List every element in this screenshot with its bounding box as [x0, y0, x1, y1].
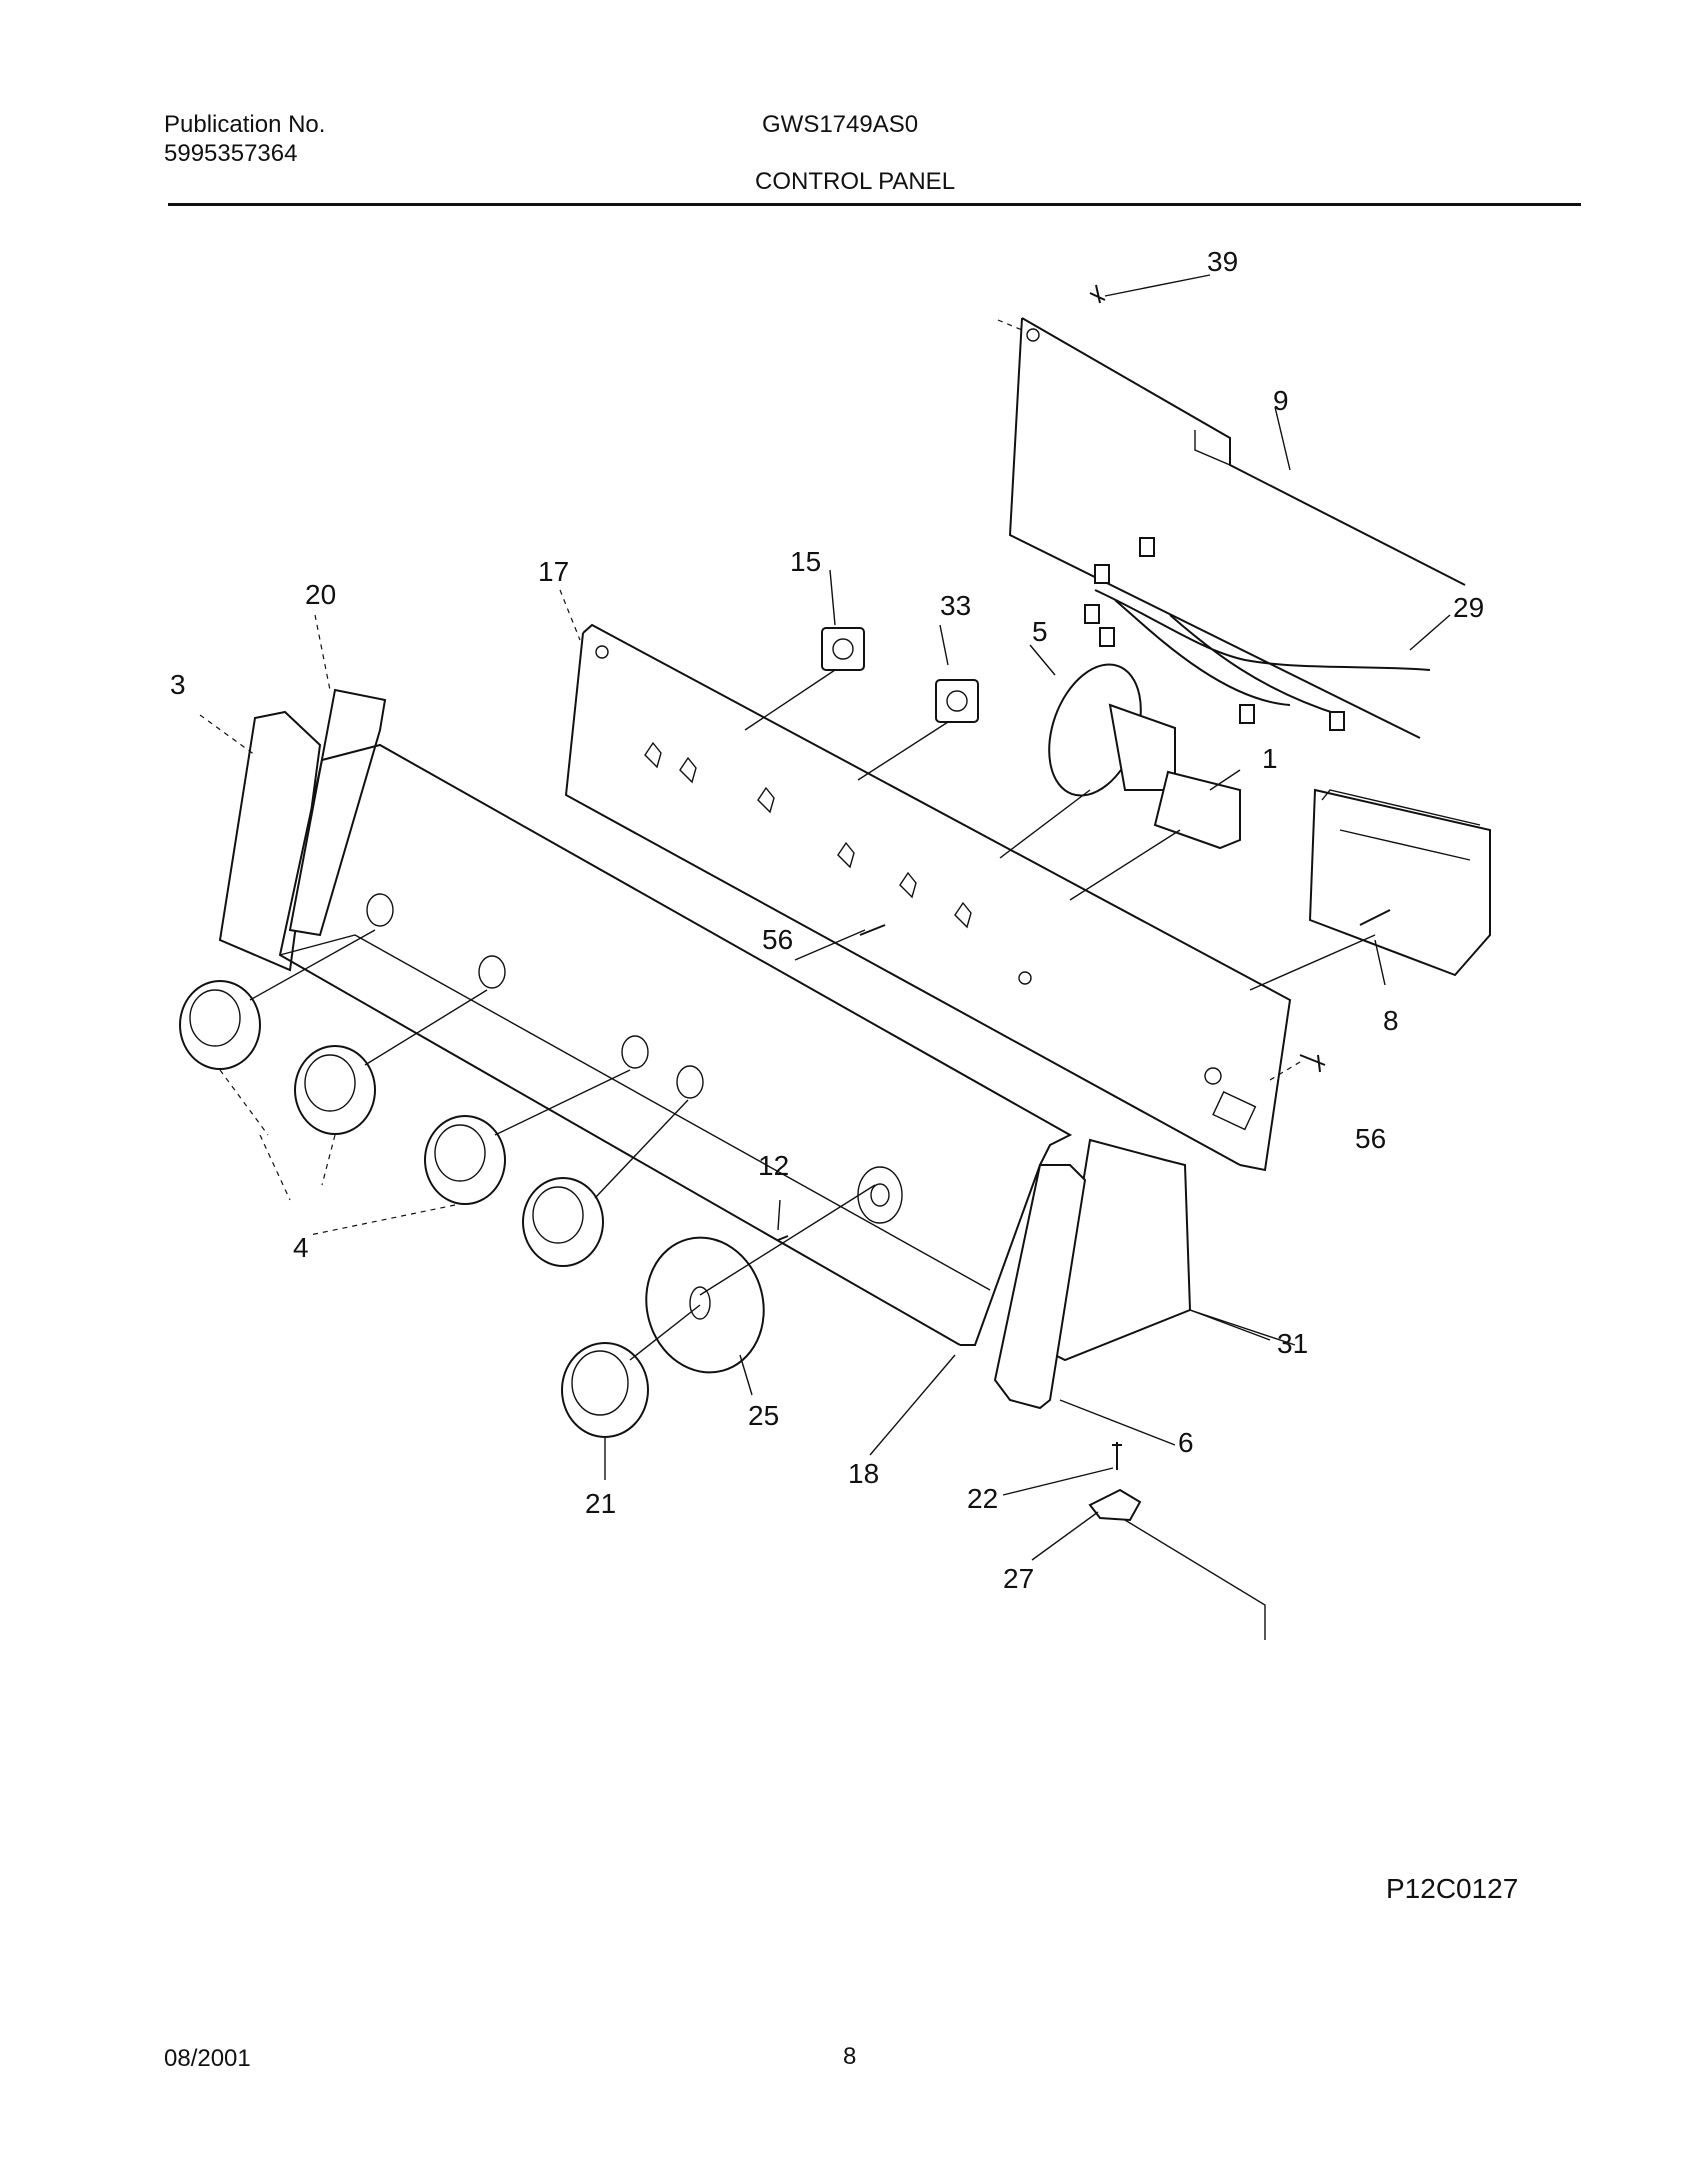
part-label-22: 22 — [967, 1483, 998, 1514]
clip-12 — [777, 1235, 789, 1241]
right-end-cap — [993, 1138, 1271, 1410]
part-label-3: 3 — [170, 669, 186, 700]
timer-8 — [1249, 788, 1491, 991]
knob-4 — [522, 1099, 689, 1267]
part-labels: 39 9 29 20 17 15 33 5 1 3 8 56 56 12 4 3… — [170, 246, 1484, 1594]
part-label-25: 25 — [748, 1400, 779, 1431]
header-rule — [168, 203, 1581, 206]
left-end-cap — [199, 614, 387, 972]
publication-label: Publication No. — [164, 111, 326, 138]
part-label-56-b: 56 — [1355, 1123, 1386, 1154]
part-label-17: 17 — [538, 556, 569, 587]
page-number: 8 — [843, 2043, 857, 2070]
wire-harness — [1084, 537, 1431, 731]
knob-1 — [179, 929, 376, 1070]
part-label-1: 1 — [1262, 743, 1278, 774]
screw-56-right — [1269, 1054, 1326, 1081]
part-label-5: 5 — [1032, 616, 1048, 647]
console-front-panel — [278, 743, 1073, 1346]
publication-number: 5995357364 — [164, 140, 298, 167]
mounting-bracket — [1088, 1442, 1266, 1640]
switch-15 — [744, 627, 865, 731]
part-label-29: 29 — [1453, 592, 1484, 623]
footer-date: 08/2001 — [164, 2045, 251, 2072]
model-number: GWS1749AS0 — [762, 111, 919, 138]
control-backplate — [564, 623, 1292, 1172]
part-label-12: 12 — [758, 1150, 789, 1181]
part-label-56-a: 56 — [762, 924, 793, 955]
part-label-27: 27 — [1003, 1563, 1034, 1594]
knob-2 — [294, 989, 488, 1135]
knob-leaders — [219, 1069, 456, 1236]
part-label-8: 8 — [1383, 1005, 1399, 1036]
part-label-33: 33 — [940, 590, 971, 621]
part-label-15: 15 — [790, 546, 821, 577]
part-label-31: 31 — [1277, 1328, 1308, 1359]
diagram-code: P12C0127 — [1386, 1873, 1518, 1904]
part-label-18: 18 — [848, 1458, 879, 1489]
relay-1 — [1069, 770, 1241, 901]
part-label-4: 4 — [293, 1232, 309, 1263]
dial-skirt — [645, 1184, 876, 1374]
part-label-9: 9 — [1273, 385, 1289, 416]
rear-cover-panel — [997, 317, 1466, 739]
part-label-20: 20 — [305, 579, 336, 610]
leader-lines — [559, 274, 1451, 1561]
part-label-6: 6 — [1178, 1427, 1194, 1458]
section-title: CONTROL PANEL — [755, 168, 956, 195]
dial-knob — [561, 1304, 701, 1438]
part-label-21: 21 — [585, 1488, 616, 1519]
part-label-39: 39 — [1207, 246, 1238, 277]
knob-3 — [424, 1069, 631, 1205]
water-level-switch — [999, 663, 1176, 859]
screw-39 — [1089, 284, 1106, 304]
switch-33 — [857, 679, 979, 781]
screw-56-left — [859, 924, 886, 936]
